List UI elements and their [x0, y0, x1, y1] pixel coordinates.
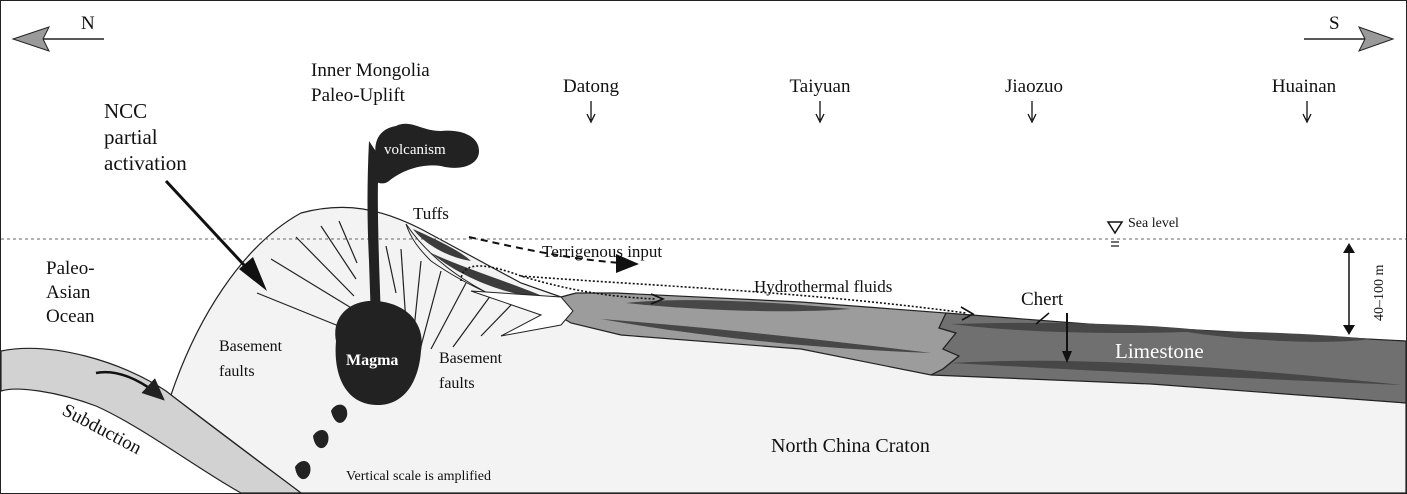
basement-faults-left-line2: faults: [219, 363, 255, 380]
location-arrow-huainan: [1302, 101, 1312, 124]
south-arrow-icon: [1304, 26, 1395, 52]
ocean-label-line1: Paleo-: [46, 258, 95, 279]
craton-label: North China Craton: [771, 435, 930, 457]
location-taiyuan: Taiyuan: [790, 76, 851, 97]
uplift-label-line2: Paleo-Uplift: [311, 85, 406, 106]
sea-level-label: Sea level: [1128, 216, 1179, 231]
ncc-label-line2: partial: [104, 125, 158, 149]
location-arrow-datong: [586, 101, 596, 124]
tuff-layer-2: [431, 253, 549, 299]
ocean-label-line2: Asian: [46, 282, 91, 303]
limestone-label: Limestone: [1115, 339, 1204, 363]
location-jiaozuo: Jiaozuo: [1005, 76, 1063, 97]
magma-label: Magma: [346, 352, 398, 369]
chert-lens-5: [951, 360, 1401, 385]
basement-faults-left-line1: Basement: [219, 338, 283, 355]
volcanism-label: volcanism: [384, 142, 446, 158]
magma-droplet-3: [295, 461, 311, 480]
chert-lens-2: [601, 319, 931, 353]
volcanism-plume: [369, 123, 479, 184]
chert-label: Chert: [1021, 289, 1064, 310]
terrigenous-label: Terrigenous input: [542, 242, 662, 261]
chert-lens-3: [951, 322, 1211, 333]
ocean-label-line3: Ocean: [46, 306, 95, 327]
location-huainan: Huainan: [1272, 76, 1337, 97]
basement-faults-right-line1: Basement: [439, 350, 503, 367]
chert-lens-4: [1181, 331, 1371, 342]
tuff-layer-1: [413, 229, 471, 261]
ncc-arrow: [164, 179, 259, 281]
location-datong: Datong: [563, 76, 619, 97]
south-label: S: [1329, 13, 1340, 34]
terrigenous-arrow: [468, 236, 622, 264]
location-arrow-jiaozuo: [1027, 101, 1037, 124]
chert-pointer-1: [1035, 312, 1050, 325]
tuff-wedge: [470, 290, 574, 337]
chert-lens-1: [626, 300, 851, 312]
basement-faults-right-line2: faults: [439, 375, 475, 392]
ncc-label-line3: activation: [104, 151, 187, 175]
subduction-arrow: [95, 370, 165, 401]
tuffs-label: Tuffs: [413, 204, 449, 223]
hydrothermal-arrow-1: [460, 265, 657, 300]
magma-droplet-1: [331, 404, 348, 423]
location-arrow-taiyuan: [815, 101, 825, 124]
ncc-label-line1: NCC: [104, 99, 147, 123]
basement-faults-left: [256, 220, 358, 332]
uplift-label-line1: Inner Mongolia: [311, 60, 430, 81]
depth-label: 40–100 m: [1372, 265, 1387, 322]
magma-chamber: [335, 300, 422, 406]
hydrothermal-label: Hydrothermal fluids: [754, 277, 892, 296]
north-arrow-icon: [11, 26, 104, 52]
subduction-slab: [1, 347, 303, 493]
scale-note: Vertical scale is amplified: [346, 469, 491, 484]
magma-droplet-2: [313, 430, 329, 449]
hydrothermal-arrow-2: [520, 275, 967, 314]
volcano-conduit: [367, 141, 381, 321]
sea-level-symbol: [1106, 221, 1124, 235]
north-label: N: [81, 13, 95, 34]
